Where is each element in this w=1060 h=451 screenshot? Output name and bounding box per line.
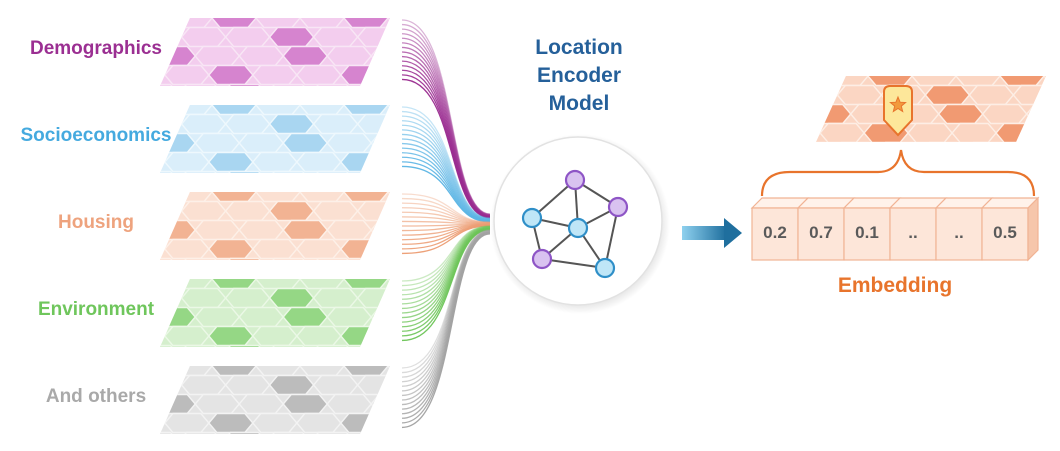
embedding-value: ..	[954, 223, 963, 242]
layer-0: Demographics	[30, 18, 390, 86]
location-pin-icon	[883, 85, 913, 137]
embedding-title: Embedding	[838, 274, 952, 297]
model-title-line-1: Location	[535, 36, 623, 59]
flow-line	[401, 225, 491, 287]
flow-line	[401, 106, 491, 219]
model-title-line-3: Model	[549, 92, 610, 115]
graph-node	[531, 248, 553, 270]
graph-node	[567, 217, 589, 239]
embedding-value: ..	[908, 223, 917, 242]
embedding-cell: 0.1	[842, 197, 902, 261]
embedding-cell: 0.7	[796, 197, 856, 261]
flow-line	[401, 229, 491, 342]
layer-label-1: Socioeconomics	[21, 125, 172, 146]
graph-node	[521, 207, 543, 229]
embedding-value: 0.7	[809, 223, 833, 242]
embedding-vector: 0.2 0.7 0.1.... 0.5	[750, 196, 1040, 262]
flow-line	[401, 78, 491, 219]
flow-line	[401, 165, 491, 223]
graph-node	[564, 169, 586, 191]
flow-line	[401, 115, 491, 220]
graph-edge	[541, 258, 606, 269]
layer-3: Environment	[38, 279, 390, 347]
data-layers: DemographicsSocioeconomicsHousingEnviron…	[21, 18, 390, 434]
flow-line	[401, 28, 491, 216]
flow-lines	[401, 19, 491, 429]
embedding-cell: ..	[888, 197, 948, 261]
layer-label-4: And others	[46, 386, 146, 407]
model-title-line-2: Encoder	[537, 64, 621, 87]
flow-line	[401, 229, 491, 374]
embedding-cell: ..	[934, 197, 994, 261]
layer-label-3: Environment	[38, 299, 155, 320]
embedding-cell: 0.5	[980, 196, 1040, 262]
embedding-location-map	[816, 76, 1046, 142]
embedding-value: 0.1	[855, 223, 879, 242]
layer-1: Socioeconomics	[21, 105, 390, 173]
layer-map-0	[160, 18, 390, 86]
embedding-brace	[760, 149, 1036, 197]
flow-line	[401, 193, 491, 223]
flow-line	[401, 110, 491, 219]
flow-line	[401, 197, 491, 223]
layer-label-2: Housing	[58, 212, 134, 233]
graph-edge	[604, 206, 619, 269]
flow-line	[401, 152, 491, 222]
arrow-icon	[682, 218, 742, 248]
flow-line	[401, 229, 491, 369]
embedding-cell: 0.2	[750, 197, 810, 261]
flow-line	[401, 202, 491, 224]
embedding-value: 0.2	[763, 223, 787, 242]
graph-node	[594, 257, 616, 279]
layer-4: And others	[46, 366, 390, 434]
flow-line	[401, 156, 491, 222]
flow-line	[401, 233, 491, 429]
network-graph-icon	[521, 169, 629, 279]
embedding-value: 0.5	[993, 223, 1017, 242]
layer-map-2	[160, 192, 390, 260]
flow-line	[401, 230, 491, 387]
flow-line	[401, 225, 491, 255]
layer-2: Housing	[58, 192, 390, 260]
flow-line	[401, 229, 491, 378]
flow-line	[401, 23, 491, 215]
flow-line	[401, 19, 491, 215]
flow-line	[401, 60, 491, 218]
graph-node	[607, 196, 629, 218]
star-icon	[889, 95, 907, 113]
flow-line	[401, 225, 491, 282]
layer-label-0: Demographics	[30, 38, 162, 59]
